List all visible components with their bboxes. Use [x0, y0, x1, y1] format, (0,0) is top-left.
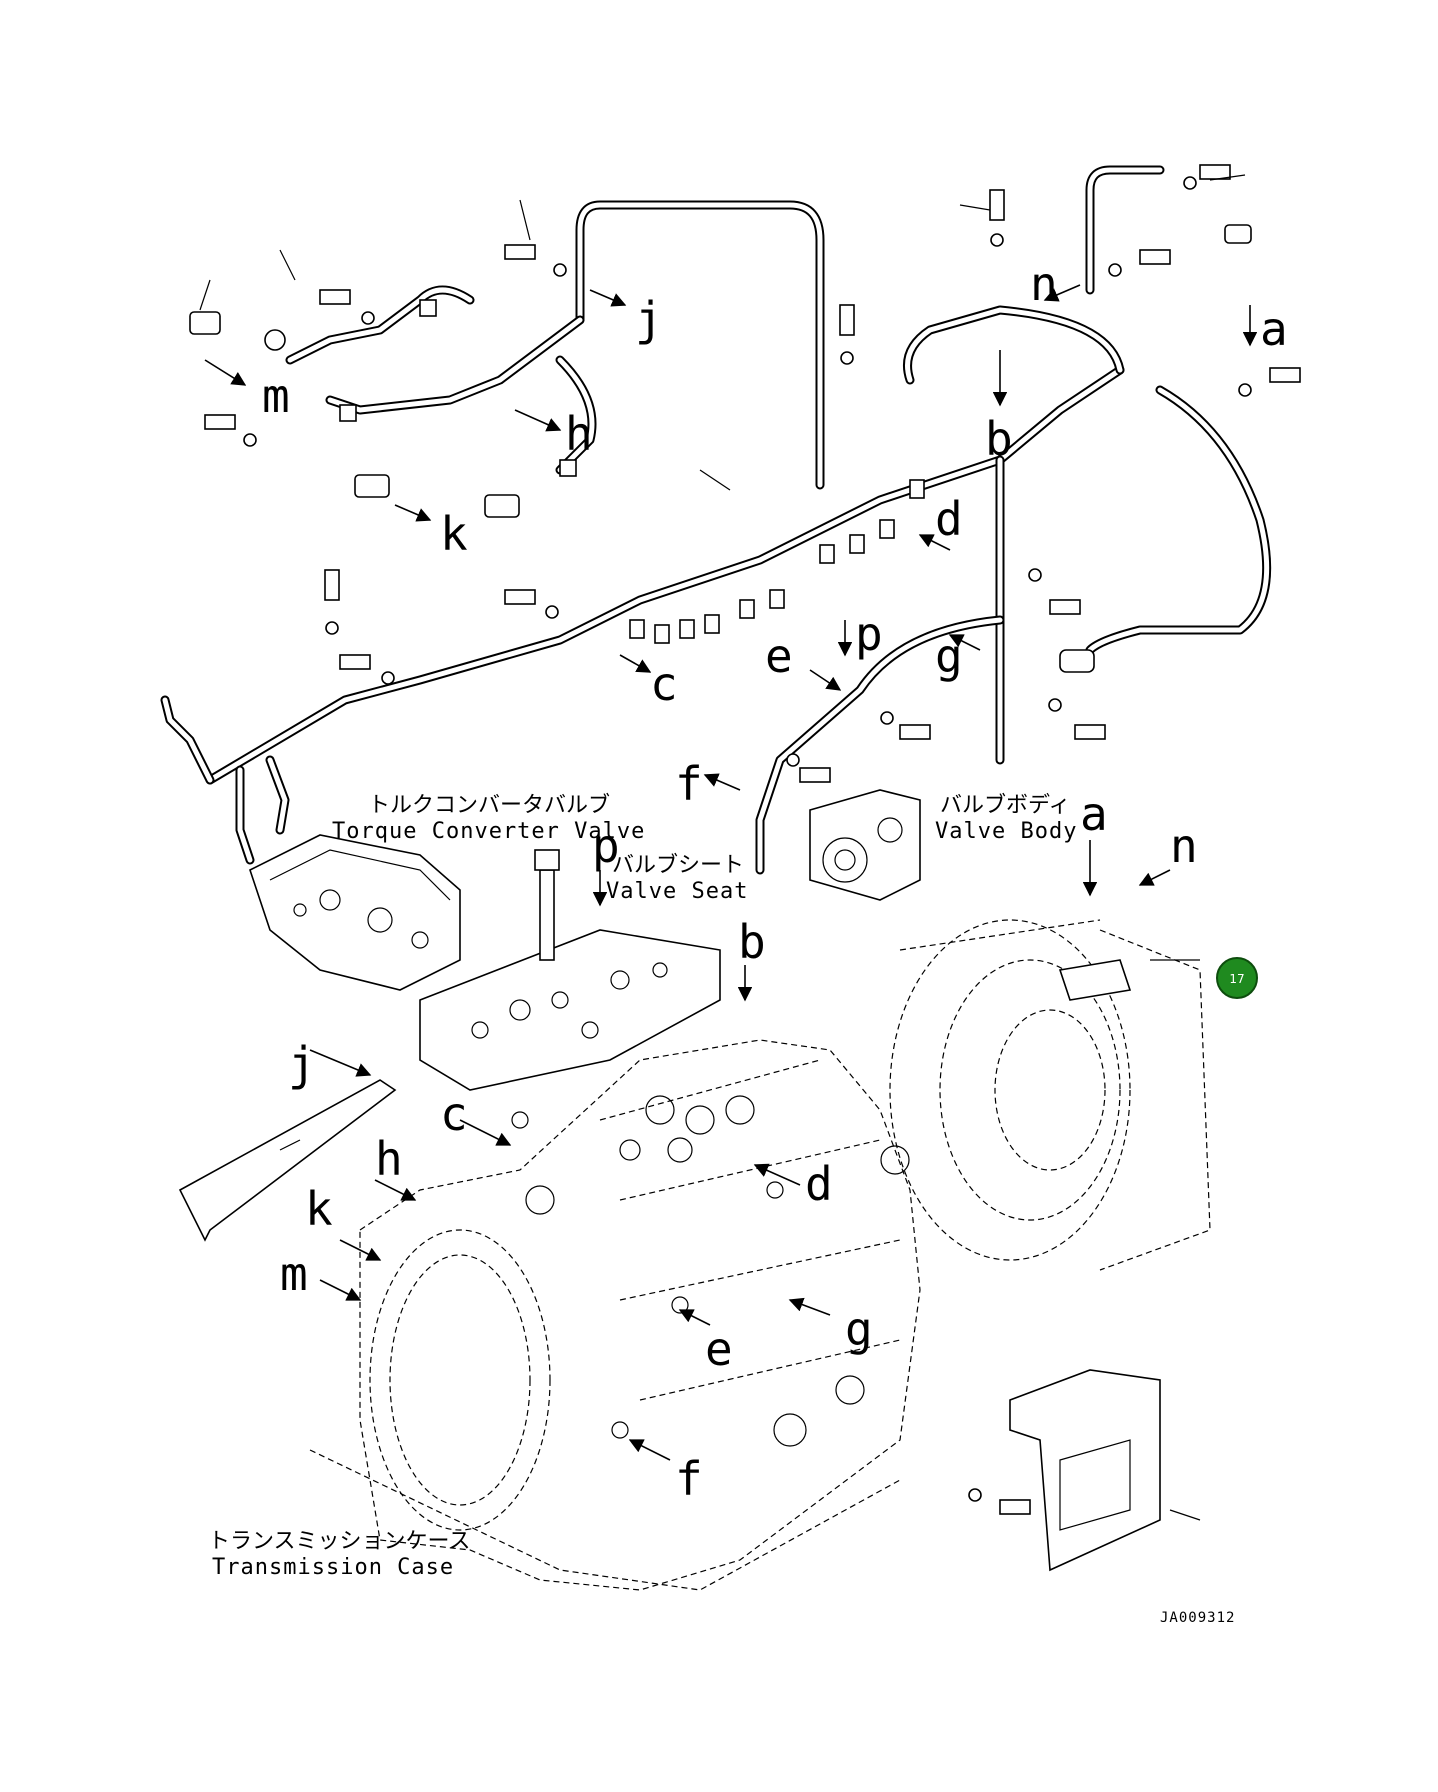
item-number-badge[interactable]: 17 [1216, 957, 1258, 999]
callout-p-top: p [855, 607, 883, 661]
valve-seat [419, 849, 721, 1091]
label-valve-seat-jp: バルブシート [612, 853, 744, 878]
badge-number: 17 [1229, 972, 1244, 986]
harness-connectors [339, 299, 925, 644]
callout-a-top: a [1260, 302, 1288, 356]
cover-plate-lower-right [1009, 1369, 1161, 1572]
callout-e-bottom: e [705, 1322, 733, 1376]
wire-harness [160, 165, 1272, 875]
callout-b-top: b [985, 412, 1013, 466]
label-valve-body-jp: バルブボディ [940, 793, 1070, 818]
callout-k-top: k [440, 507, 468, 561]
transmission-case [309, 1039, 921, 1591]
callout-g-top: g [935, 629, 963, 683]
callout-n-top: n [1030, 257, 1058, 311]
callout-h-bottom: h [375, 1132, 403, 1186]
label-torque-converter-valve-jp: トルクコンバータバルブ [368, 793, 610, 818]
label-valve-body-en: Valve Body [935, 819, 1077, 844]
converter-housing [889, 919, 1211, 1271]
component-labels: トルクコンバータバルブ Torque Converter Valve バルブシー… [208, 793, 1235, 1626]
callout-n-bottom: n [1170, 819, 1198, 873]
label-torque-converter-valve-en: Torque Converter Valve [332, 819, 645, 844]
callout-b-bottom: b [738, 915, 766, 969]
callout-j-bottom: j [288, 1037, 316, 1091]
label-transmission-case-jp: トランスミッションケース [208, 1529, 470, 1554]
bolts-and-washers [204, 164, 1301, 1515]
callout-d-bottom: d [805, 1157, 833, 1211]
callout-e-top: e [765, 629, 793, 683]
callout-letters: j m h k b n a d c p e g f p b a n j c h … [262, 257, 1288, 1506]
callout-a-bottom: a [1080, 787, 1108, 841]
callout-f-bottom: f [675, 1452, 703, 1506]
leader-lines [199, 174, 1258, 1521]
callout-c-top: c [650, 657, 678, 711]
cover-plate-j [178, 1079, 397, 1242]
callout-d-top: d [935, 492, 963, 546]
callout-m-bottom: m [280, 1247, 308, 1301]
callout-g-bottom: g [845, 1302, 873, 1356]
sensors [189, 224, 1252, 673]
callout-k-bottom: k [305, 1182, 333, 1236]
torque-converter-valve [249, 834, 461, 991]
callout-p-bottom: p [592, 819, 620, 873]
callout-m-top: m [262, 369, 290, 423]
label-transmission-case-en: Transmission Case [212, 1555, 454, 1580]
bracket-n [1058, 959, 1132, 1001]
callout-f-top: f [675, 757, 703, 811]
callout-c-bottom: c [440, 1087, 468, 1141]
drawing-code: JA009312 [1160, 1610, 1235, 1626]
valve-body [809, 789, 921, 901]
callout-j-top: j [635, 292, 663, 346]
label-valve-seat-en: Valve Seat [606, 879, 748, 904]
callout-h-top: h [565, 407, 593, 461]
